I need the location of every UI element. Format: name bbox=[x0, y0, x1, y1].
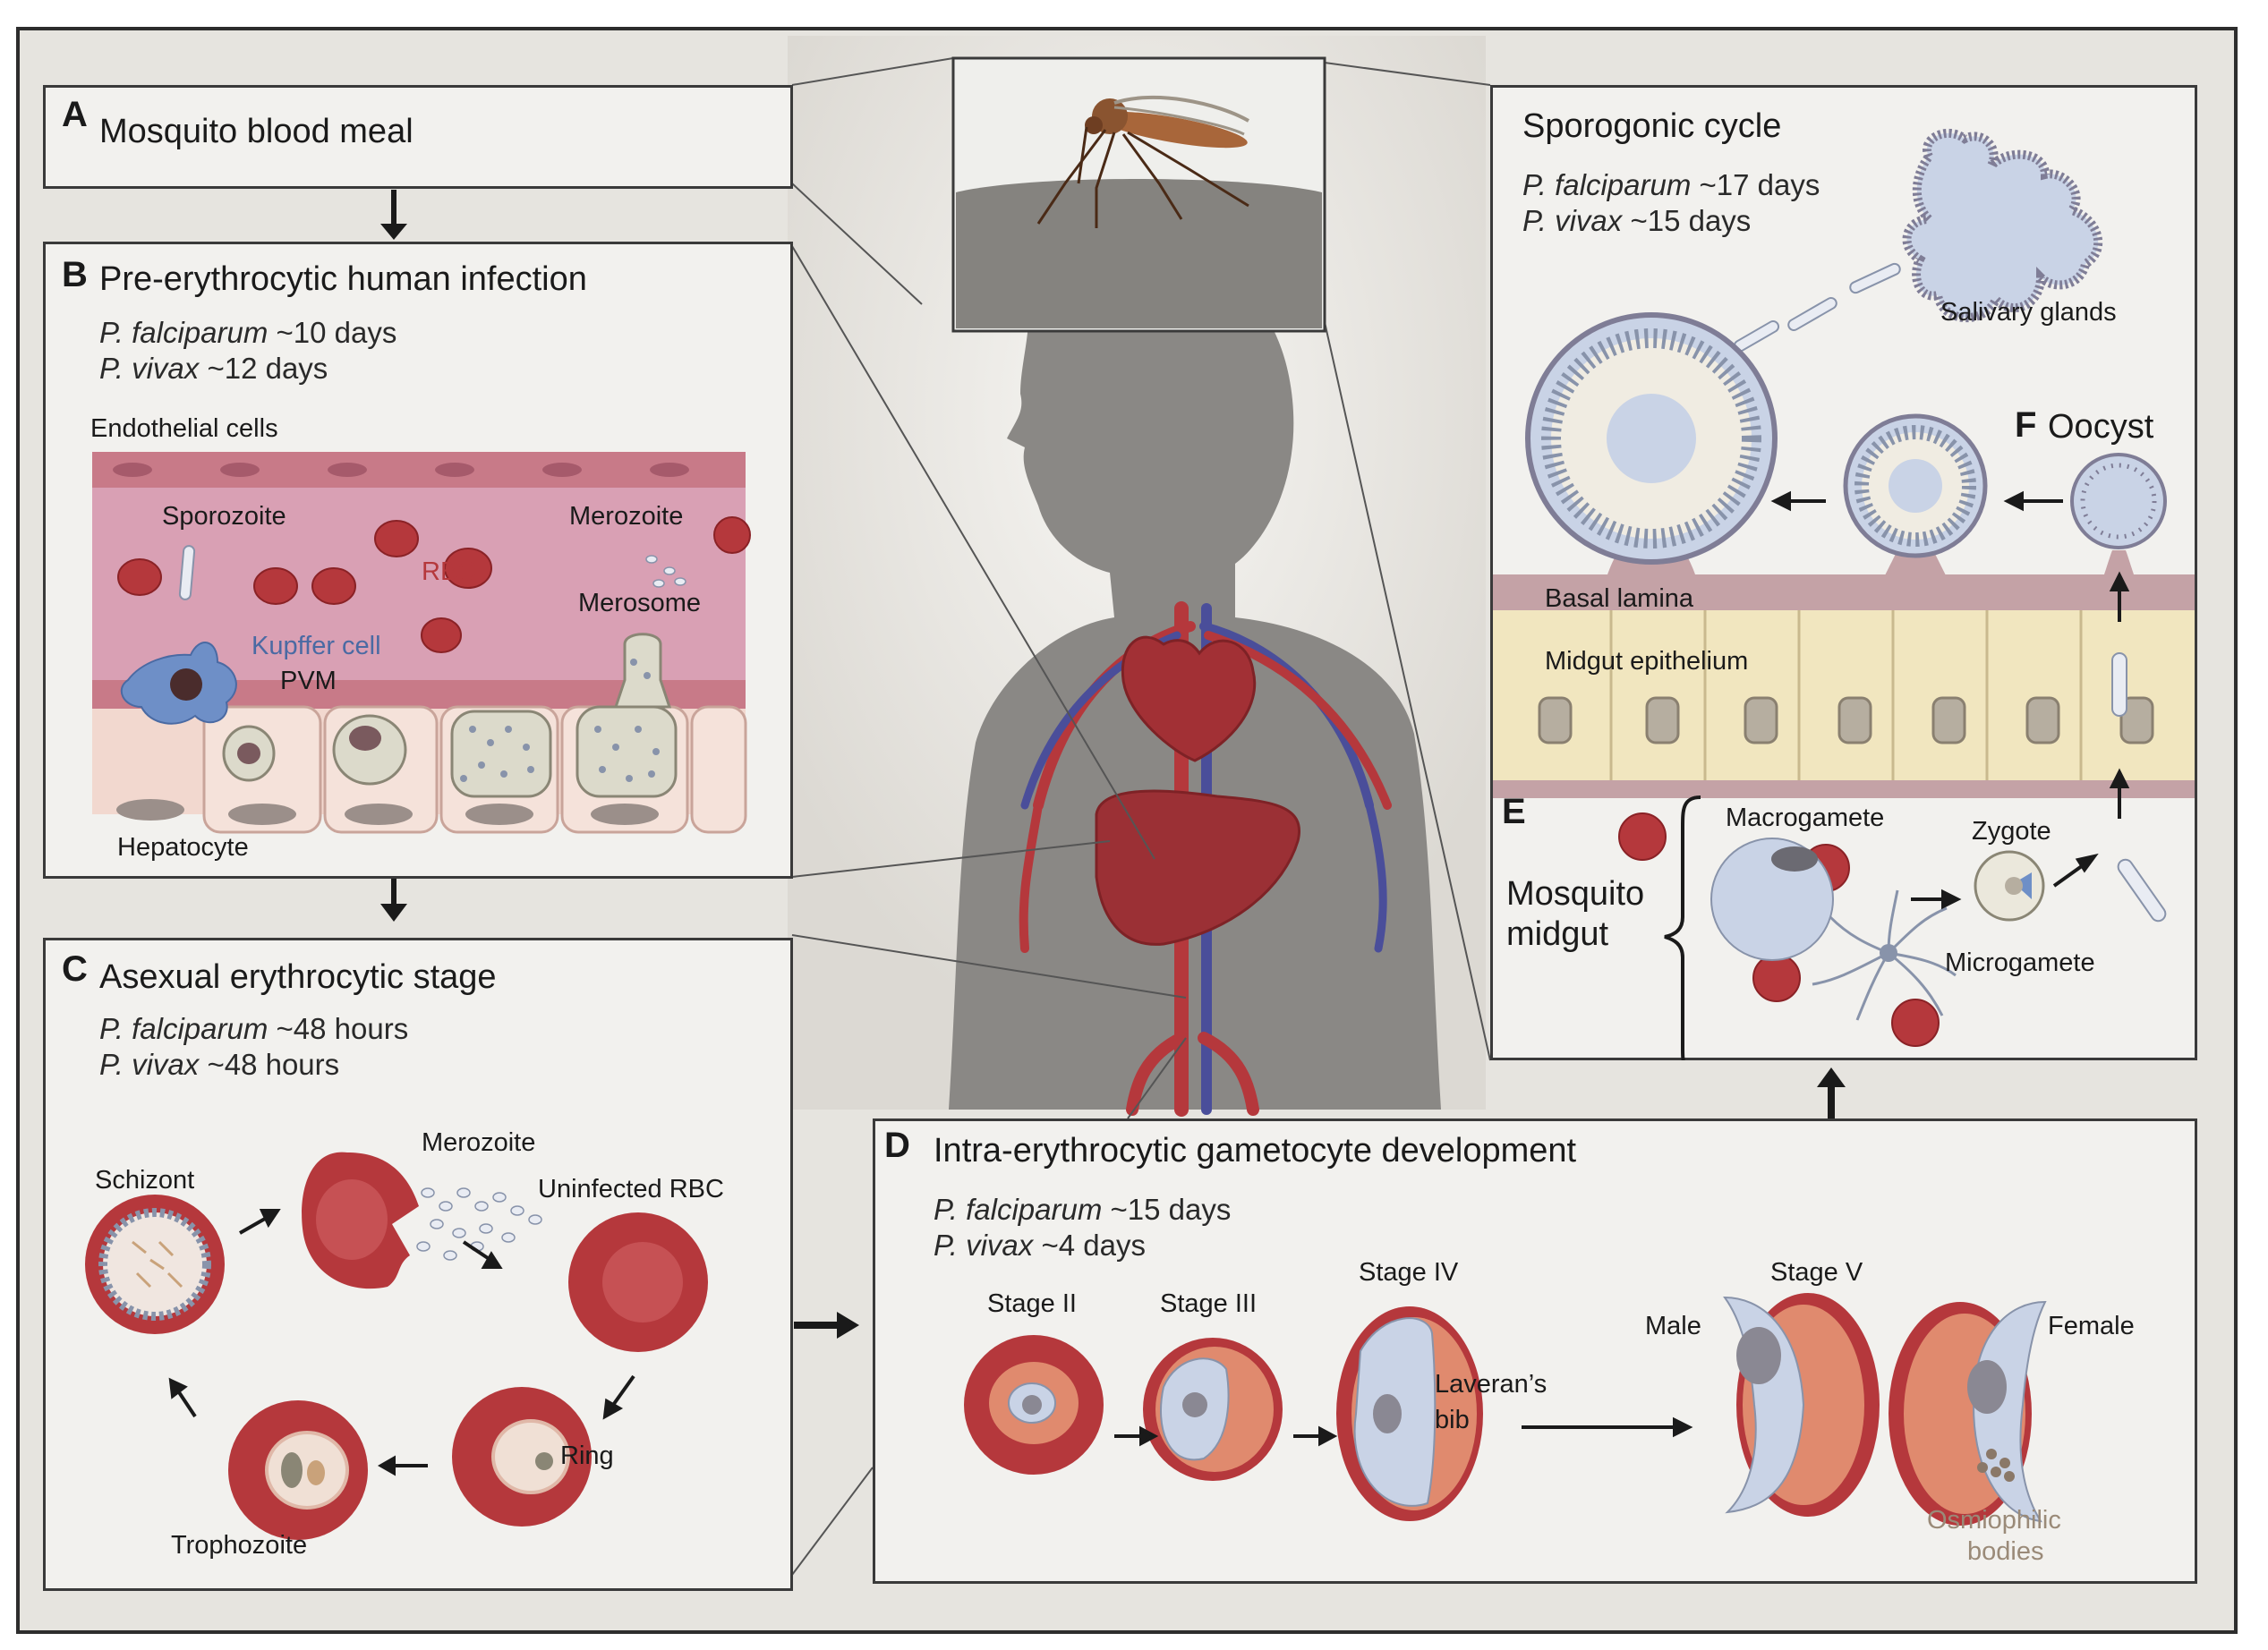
label-laveran-1: Laveran’s bbox=[1435, 1370, 1548, 1399]
trophozoite bbox=[228, 1400, 368, 1540]
label-merozoite-c: Merozoite bbox=[422, 1128, 536, 1157]
label-schizont: Schizont bbox=[95, 1166, 195, 1195]
pf-species: P. falciparum bbox=[99, 1012, 269, 1045]
panel-sporogonic: Sporogonic cycle P. falciparum ~17 days … bbox=[1490, 85, 2197, 1060]
panel-d: D Intra-erythrocytic gametocyte developm… bbox=[873, 1118, 2197, 1584]
heart bbox=[1121, 635, 1257, 762]
sporogonic-pv: P. vivax ~15 days bbox=[1522, 204, 1751, 238]
stage-ii-cell bbox=[964, 1335, 1104, 1475]
label-mosquito: Mosquito bbox=[1506, 875, 1645, 913]
liver bbox=[1095, 789, 1300, 946]
label-female: Female bbox=[2048, 1312, 2135, 1340]
label-rbc: RBC bbox=[422, 557, 477, 586]
panel-e-letter: E bbox=[1502, 792, 1526, 831]
label-macrogamete: Macrogamete bbox=[1726, 804, 1885, 832]
gametocyte-illustration bbox=[964, 1293, 2047, 1526]
panel-a: A Mosquito blood meal bbox=[43, 85, 793, 189]
pv-species: P. vivax bbox=[99, 352, 200, 385]
liver-stage-illustration bbox=[92, 452, 751, 834]
pv-duration: ~48 hours bbox=[207, 1048, 340, 1081]
label-osmiophilic-1: Osmiophilic bbox=[1927, 1506, 2061, 1535]
label-stage-iv: Stage IV bbox=[1359, 1258, 1459, 1287]
pf-duration: ~10 days bbox=[276, 316, 397, 349]
label-uninfected-rbc: Uninfected RBC bbox=[538, 1175, 724, 1203]
rupturing-rbc bbox=[302, 1152, 542, 1289]
mosquito-icon bbox=[1036, 95, 1249, 228]
pf-duration: ~48 hours bbox=[276, 1012, 409, 1045]
stage-iv-cell bbox=[1336, 1306, 1483, 1521]
panel-c-pf: P. falciparum ~48 hours bbox=[99, 1012, 408, 1046]
panel-b-title: Pre-erythrocytic human infection bbox=[99, 260, 587, 298]
stage-v-female bbox=[1889, 1300, 2047, 1526]
developing-oocyst bbox=[1843, 413, 1988, 577]
pf-species: P. falciparum bbox=[934, 1193, 1103, 1226]
label-endothelial: Endothelial cells bbox=[90, 414, 278, 443]
panel-c-letter: C bbox=[62, 949, 88, 989]
label-stage-iii: Stage III bbox=[1160, 1289, 1258, 1318]
pv-species: P. vivax bbox=[934, 1229, 1034, 1262]
asexual-cycle-illustration bbox=[85, 1152, 708, 1540]
label-stage-ii: Stage II bbox=[987, 1289, 1077, 1318]
label-kupffer: Kupffer cell bbox=[252, 632, 381, 660]
label-sporozoite: Sporozoite bbox=[162, 502, 286, 531]
pf-species: P. falciparum bbox=[99, 316, 269, 349]
panel-b-pf: P. falciparum ~10 days bbox=[99, 316, 396, 350]
label-oocyst: Oocyst bbox=[2048, 408, 2154, 446]
label-midgut: midgut bbox=[1506, 915, 1609, 953]
pf-species: P. falciparum bbox=[1522, 168, 1692, 201]
sporogonic-illustration bbox=[1493, 129, 2195, 1060]
ring-stage bbox=[452, 1387, 592, 1527]
pv-duration: ~4 days bbox=[1041, 1229, 1146, 1262]
label-hepatocyte: Hepatocyte bbox=[117, 833, 249, 862]
label-merozoite-b: Merozoite bbox=[569, 502, 684, 531]
panel-b-letter: B bbox=[62, 255, 88, 294]
pf-duration: ~15 days bbox=[1110, 1193, 1232, 1226]
label-zygote: Zygote bbox=[1972, 817, 2051, 846]
mature-oocyst bbox=[1525, 312, 1778, 577]
panel-a-letter: A bbox=[62, 95, 88, 134]
label-pvm: PVM bbox=[280, 667, 337, 695]
label-laveran-2: bib bbox=[1435, 1406, 1470, 1434]
zygote bbox=[1974, 850, 2045, 922]
panel-c-title: Asexual erythrocytic stage bbox=[99, 958, 497, 996]
schizont bbox=[85, 1195, 225, 1334]
panel-d-pv: P. vivax ~4 days bbox=[934, 1229, 1146, 1263]
stage-iii-cell bbox=[1143, 1338, 1283, 1481]
label-microgamete: Microgamete bbox=[1945, 948, 2095, 977]
sporogonic-pf: P. falciparum ~17 days bbox=[1522, 168, 1820, 202]
pv-duration: ~12 days bbox=[207, 352, 328, 385]
salivary-glands bbox=[1902, 129, 2103, 323]
pv-duration: ~15 days bbox=[1630, 204, 1752, 237]
panel-c: C Asexual erythrocytic stage P. falcipar… bbox=[43, 938, 793, 1591]
stage-v-male bbox=[1723, 1293, 1880, 1517]
panel-a-title: Mosquito blood meal bbox=[99, 113, 414, 150]
panel-d-title: Intra-erythrocytic gametocyte developmen… bbox=[934, 1132, 1577, 1169]
sporogonic-title: Sporogonic cycle bbox=[1522, 107, 1782, 145]
label-male: Male bbox=[1645, 1312, 1701, 1340]
panel-f-letter: F bbox=[2015, 405, 2037, 445]
panel-b-pv: P. vivax ~12 days bbox=[99, 352, 328, 386]
panel-b: B Pre-erythrocytic human infection P. fa… bbox=[43, 242, 793, 879]
panel-d-pf: P. falciparum ~15 days bbox=[934, 1193, 1231, 1227]
label-stage-v: Stage V bbox=[1770, 1258, 1863, 1287]
label-osmiophilic-2: bodies bbox=[1967, 1537, 2044, 1566]
label-merosome: Merosome bbox=[578, 589, 701, 617]
label-ring: Ring bbox=[560, 1442, 614, 1470]
pv-species: P. vivax bbox=[99, 1048, 200, 1081]
label-trophozoite: Trophozoite bbox=[171, 1531, 308, 1560]
early-oocyst bbox=[2070, 453, 2167, 577]
label-midgut-epithelium: Midgut epithelium bbox=[1545, 647, 1749, 676]
label-salivary: Salivary glands bbox=[1940, 298, 2117, 327]
panel-d-letter: D bbox=[884, 1126, 910, 1165]
label-basal: Basal lamina bbox=[1545, 584, 1694, 613]
pv-species: P. vivax bbox=[1522, 204, 1623, 237]
uninfected-rbc bbox=[568, 1212, 708, 1352]
panel-c-pv: P. vivax ~48 hours bbox=[99, 1048, 339, 1082]
pf-duration: ~17 days bbox=[1699, 168, 1820, 201]
